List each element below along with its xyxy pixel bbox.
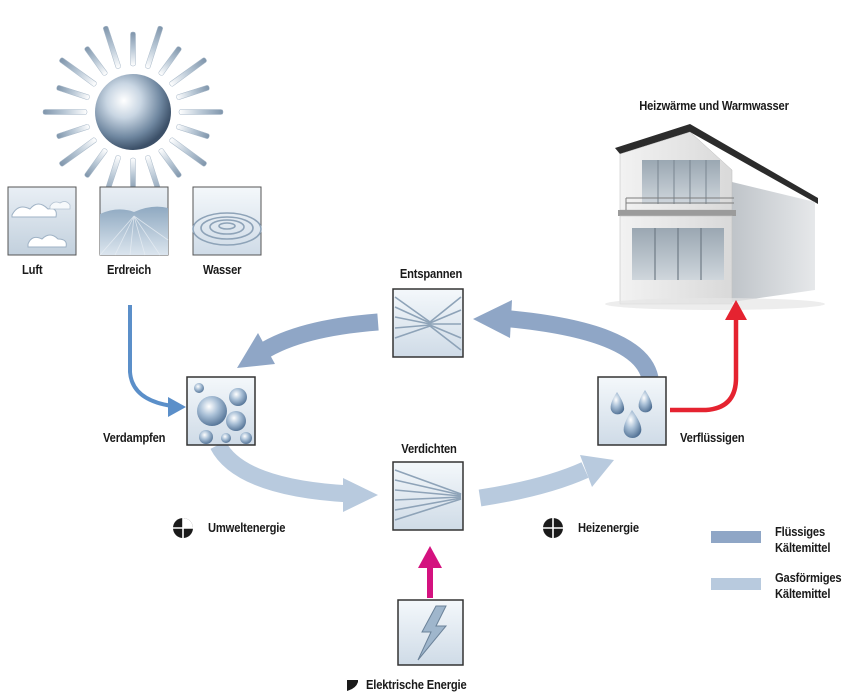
sun-ray (176, 124, 210, 139)
house-icon (605, 124, 825, 310)
sun-ray (84, 46, 108, 76)
gaseous-refrigerant-arrowhead (343, 478, 378, 512)
legend-gaseous-line1: Gasförmiges (775, 570, 842, 585)
liquid-refrigerant-arrow (257, 313, 379, 360)
gaseous-refrigerant-arrow (210, 440, 351, 503)
sun-ray (158, 148, 182, 178)
sun-ray (176, 85, 210, 100)
sun-ray (42, 109, 88, 115)
sun-ray (169, 137, 207, 167)
sun-ray (103, 25, 121, 69)
environment-source-arrow (128, 305, 173, 408)
legend-liquid-line1: Flüssiges (775, 524, 826, 539)
environment-source-arrowhead (168, 397, 186, 417)
expansion-valve-icon (392, 288, 464, 358)
sun-ray (169, 57, 207, 87)
sun-ray (178, 109, 224, 115)
energy-label-heiz: Heizenergie (578, 520, 639, 535)
electric-input-arrowhead (418, 546, 442, 568)
house-title: Heizwärme und Warmwasser (639, 98, 789, 113)
sun-ray (84, 148, 108, 178)
step-label-verdampfen: Verdampfen (103, 430, 166, 445)
sun-ray (56, 124, 90, 139)
sun-ray (59, 57, 97, 87)
electricity-icon (397, 599, 464, 666)
water-tile-icon (192, 186, 262, 256)
step-label-verdichten: Verdichten (401, 441, 457, 456)
sun-ray (56, 85, 90, 100)
liquid-refrigerant-arrowhead (473, 300, 512, 338)
source-label-erdreich: Erdreich (107, 262, 151, 277)
sun-ray (158, 46, 182, 76)
electric-energy-icon (347, 680, 358, 691)
gaseous-refrigerant-arrow (478, 462, 589, 507)
evaporator-icon (186, 376, 256, 446)
liquid-refrigerant-arrow (499, 309, 659, 381)
sun-icon (42, 25, 224, 199)
heat-output-arrowhead (725, 300, 747, 320)
energy-label-umwelt: Umweltenergie (208, 520, 286, 535)
legend-liquid-line2: Kältemittel (775, 540, 831, 555)
sun-ray (145, 25, 163, 69)
air-tile-icon (7, 186, 77, 256)
step-label-verfluessigen: Verflüssigen (680, 430, 745, 445)
soil-tile-icon (99, 186, 169, 256)
energy-label-elektrisch: Elektrische Energie (366, 677, 467, 692)
compressor-icon (392, 461, 464, 531)
gaseous-refrigerant-arrowhead (580, 455, 614, 487)
environment-energy-icon (173, 518, 193, 538)
source-label-luft: Luft (22, 262, 43, 277)
liquid-refrigerant-arrowhead (237, 333, 275, 368)
legend-gaseous-line2: Kältemittel (775, 586, 831, 601)
heating-energy-icon (543, 518, 563, 538)
condenser-icon (597, 376, 667, 446)
sun-ray (130, 31, 136, 67)
sun-ray (59, 137, 97, 167)
source-label-wasser: Wasser (203, 262, 242, 277)
legend-gaseous-swatch (711, 578, 761, 590)
legend-liquid-swatch (711, 531, 761, 543)
heat-output-arrow (670, 318, 739, 413)
step-label-entspannen: Entspannen (399, 266, 463, 281)
